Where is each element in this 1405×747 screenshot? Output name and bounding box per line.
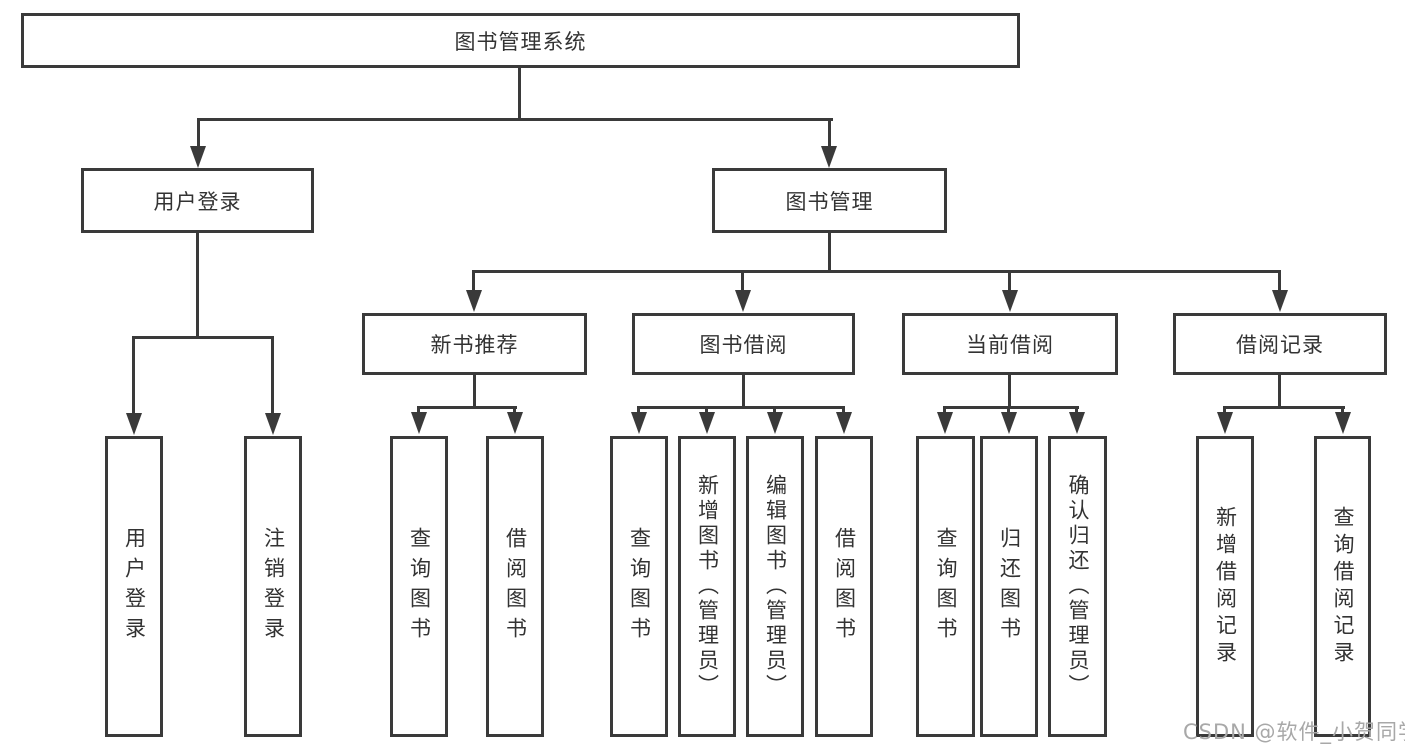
connector-group2-hline (637, 406, 845, 409)
connector-user-login-down (196, 233, 199, 336)
connector-group4-hline (1223, 406, 1345, 409)
arrow-down-icon (699, 412, 715, 434)
arrow-down-icon (735, 290, 751, 312)
connector-leaf-stem (513, 406, 516, 414)
arrow-down-icon (507, 412, 523, 434)
arrow-down-icon (466, 290, 482, 312)
node-new-book-recommend: 新书推荐 (362, 313, 587, 375)
leaf-add-book-admin: 新增图书（管理员） (678, 436, 736, 737)
arrow-down-icon (126, 413, 142, 435)
leaf-query-book-recommend: 查询图书 (390, 436, 448, 737)
connector-leaf-stem (943, 406, 946, 414)
arrow-down-icon (836, 412, 852, 434)
leaf-add-borrow-record: 新增借阅记录 (1196, 436, 1254, 737)
leaf-borrow-book-label: 借阅图书 (832, 526, 857, 647)
node-book-borrow-label: 图书借阅 (699, 333, 788, 357)
leaf-add-book-admin-label: 新增图书（管理员） (695, 474, 720, 699)
connector-leaf-stem (132, 336, 135, 414)
node-root: 图书管理系统 (21, 13, 1020, 68)
arrow-down-icon (190, 146, 206, 168)
connector-leaf-stem (637, 406, 640, 414)
arrow-down-icon (411, 412, 427, 434)
leaf-query-borrow-record: 查询借阅记录 (1314, 436, 1371, 737)
arrow-down-icon (1002, 290, 1018, 312)
leaf-query-book-recommend-label: 查询图书 (407, 526, 432, 647)
leaf-logout-login-label: 注销登录 (261, 526, 286, 647)
connector-level3-hline (473, 270, 1281, 273)
connector-group3-hline (943, 406, 1079, 409)
connector-root-stem (518, 68, 521, 118)
arrow-down-icon (1272, 290, 1288, 312)
leaf-confirm-return-admin: 确认归还（管理员） (1048, 436, 1107, 737)
node-book-borrow: 图书借阅 (632, 313, 855, 375)
connector-book-mgmt-down (828, 233, 831, 271)
arrow-down-icon (767, 412, 783, 434)
leaf-return-book-label: 归还图书 (997, 526, 1022, 647)
node-borrow-record: 借阅记录 (1173, 313, 1387, 375)
arrow-down-icon (1335, 412, 1351, 434)
leaf-user-login-label: 用户登录 (122, 526, 147, 647)
node-user-login: 用户登录 (81, 168, 314, 233)
leaf-return-book: 归还图书 (980, 436, 1038, 737)
leaf-query-book-current-label: 查询图书 (934, 526, 958, 647)
leaf-borrow-book: 借阅图书 (815, 436, 873, 737)
leaf-query-book-borrow-label: 查询图书 (627, 526, 652, 647)
connector-group-stem (472, 270, 475, 292)
node-current-borrow: 当前借阅 (902, 313, 1118, 375)
arrow-down-icon (1217, 412, 1233, 434)
csdn-watermark: CSDN @软件_小贺同学 (1183, 720, 1405, 744)
leaf-logout-login: 注销登录 (244, 436, 302, 737)
arrow-down-icon (1001, 412, 1017, 434)
connector-level2-hline (197, 118, 833, 121)
leaf-edit-book-admin: 编辑图书（管理员） (746, 436, 804, 737)
connector-group-stem (1278, 270, 1281, 292)
connector-leaf-stem (705, 406, 708, 414)
leaf-query-book-current: 查询图书 (916, 436, 975, 737)
connector-group4-down (1278, 375, 1281, 407)
node-book-management-label: 图书管理 (785, 189, 874, 214)
node-borrow-record-label: 借阅记录 (1236, 333, 1324, 357)
arrow-down-icon (1069, 412, 1085, 434)
arrow-down-icon (631, 412, 647, 434)
leaf-query-book-borrow: 查询图书 (610, 436, 668, 737)
connector-group2-down (742, 375, 745, 407)
connector-group3-down (1008, 375, 1011, 407)
leaf-query-borrow-record-label: 查询借阅记录 (1331, 505, 1355, 668)
connector-user-login-hline (132, 336, 274, 339)
connector-leaf-stem (271, 336, 274, 414)
arrow-down-icon (265, 413, 281, 435)
node-new-book-recommend-label: 新书推荐 (430, 333, 519, 357)
connector-user-login-stem (197, 118, 200, 148)
node-book-management: 图书管理 (712, 168, 947, 233)
leaf-borrow-book-recommend: 借阅图书 (486, 436, 544, 737)
arrow-down-icon (937, 412, 953, 434)
arrow-down-icon (821, 146, 837, 168)
connector-group-stem (1008, 270, 1011, 292)
connector-book-mgmt-stem (828, 118, 831, 148)
leaf-confirm-return-admin-label: 确认归还（管理员） (1066, 474, 1090, 699)
connector-leaf-stem (773, 406, 776, 414)
connector-leaf-stem (1341, 406, 1344, 414)
connector-leaf-stem (1223, 406, 1226, 414)
connector-group1-down (473, 375, 476, 407)
connector-leaf-stem (1007, 406, 1010, 414)
leaf-add-borrow-record-label: 新增借阅记录 (1213, 505, 1238, 668)
node-root-label: 图书管理系统 (454, 29, 587, 54)
node-current-borrow-label: 当前借阅 (966, 333, 1054, 357)
leaf-borrow-book-recommend-label: 借阅图书 (503, 526, 528, 647)
connector-group-stem (741, 270, 744, 292)
connector-group1-hline (417, 406, 517, 409)
leaf-user-login: 用户登录 (105, 436, 163, 737)
connector-leaf-stem (417, 406, 420, 414)
connector-leaf-stem (1075, 406, 1078, 414)
leaf-edit-book-admin-label: 编辑图书（管理员） (763, 474, 788, 699)
connector-leaf-stem (842, 406, 845, 414)
node-user-login-label: 用户登录 (153, 189, 242, 214)
